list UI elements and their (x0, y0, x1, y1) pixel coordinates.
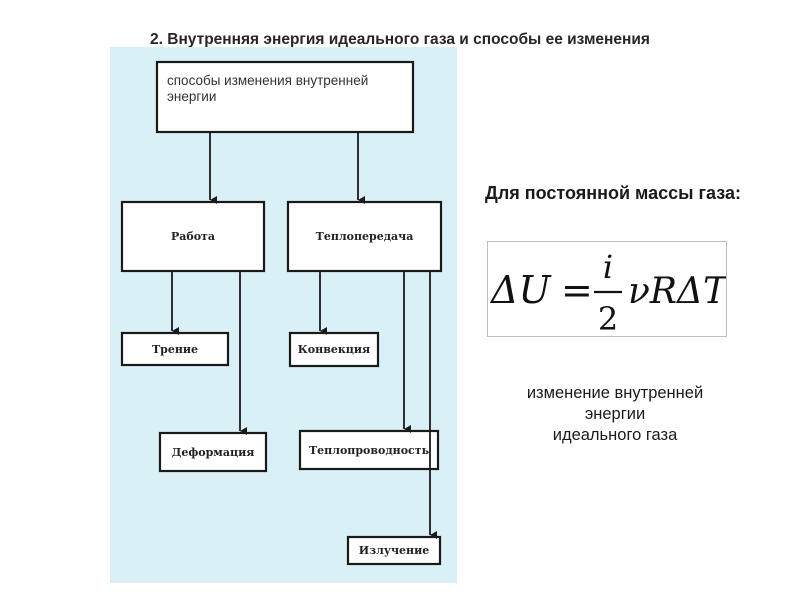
root-box (155, 60, 415, 134)
work-label: Работа (170, 230, 216, 243)
formula-numerator: i (603, 248, 613, 286)
diagram-lines (120, 60, 443, 566)
formula-rhs: νRΔT (628, 271, 726, 312)
root-label: способы изменения внутренней энергии (167, 73, 369, 104)
convection-label: Конвекция (297, 343, 371, 356)
convection-box (288, 331, 380, 368)
heat-transfer-label: Теплопередача (315, 230, 414, 243)
caption-line-1: изменение внутренней (526, 384, 704, 402)
heat-transfer-box (286, 200, 443, 273)
work-box (120, 200, 266, 273)
formula-equals: = (561, 268, 593, 312)
formula-lhs: ΔU (489, 268, 552, 312)
radiation-box (346, 535, 442, 566)
formula-svg: ΔU = i 2 νRΔT (489, 248, 730, 338)
deformation-box (158, 431, 268, 473)
formula-denominator: 2 (598, 300, 618, 336)
diagram-panel: способы изменения внутренней энергии Раб… (110, 47, 457, 583)
radiation-label: Излучение (358, 544, 430, 557)
caption-line-2: энергии (584, 405, 646, 423)
conduction-label: Теплопроводность (308, 443, 430, 457)
deformation-label: Деформация (171, 445, 255, 459)
formula-caption: изменение внутренней энергии идеального … (470, 383, 760, 446)
conduction-box (298, 429, 440, 471)
slide-title: 2. Внутренняя энергия идеального газа и … (150, 31, 650, 48)
caption-line-3: идеального газа (552, 426, 678, 444)
constant-mass-label: Для постоянной массы газа: (485, 183, 741, 203)
friction-label: Трение (151, 342, 199, 356)
friction-box (120, 331, 230, 367)
formula-box: ΔU = i 2 νRΔT (487, 241, 730, 338)
